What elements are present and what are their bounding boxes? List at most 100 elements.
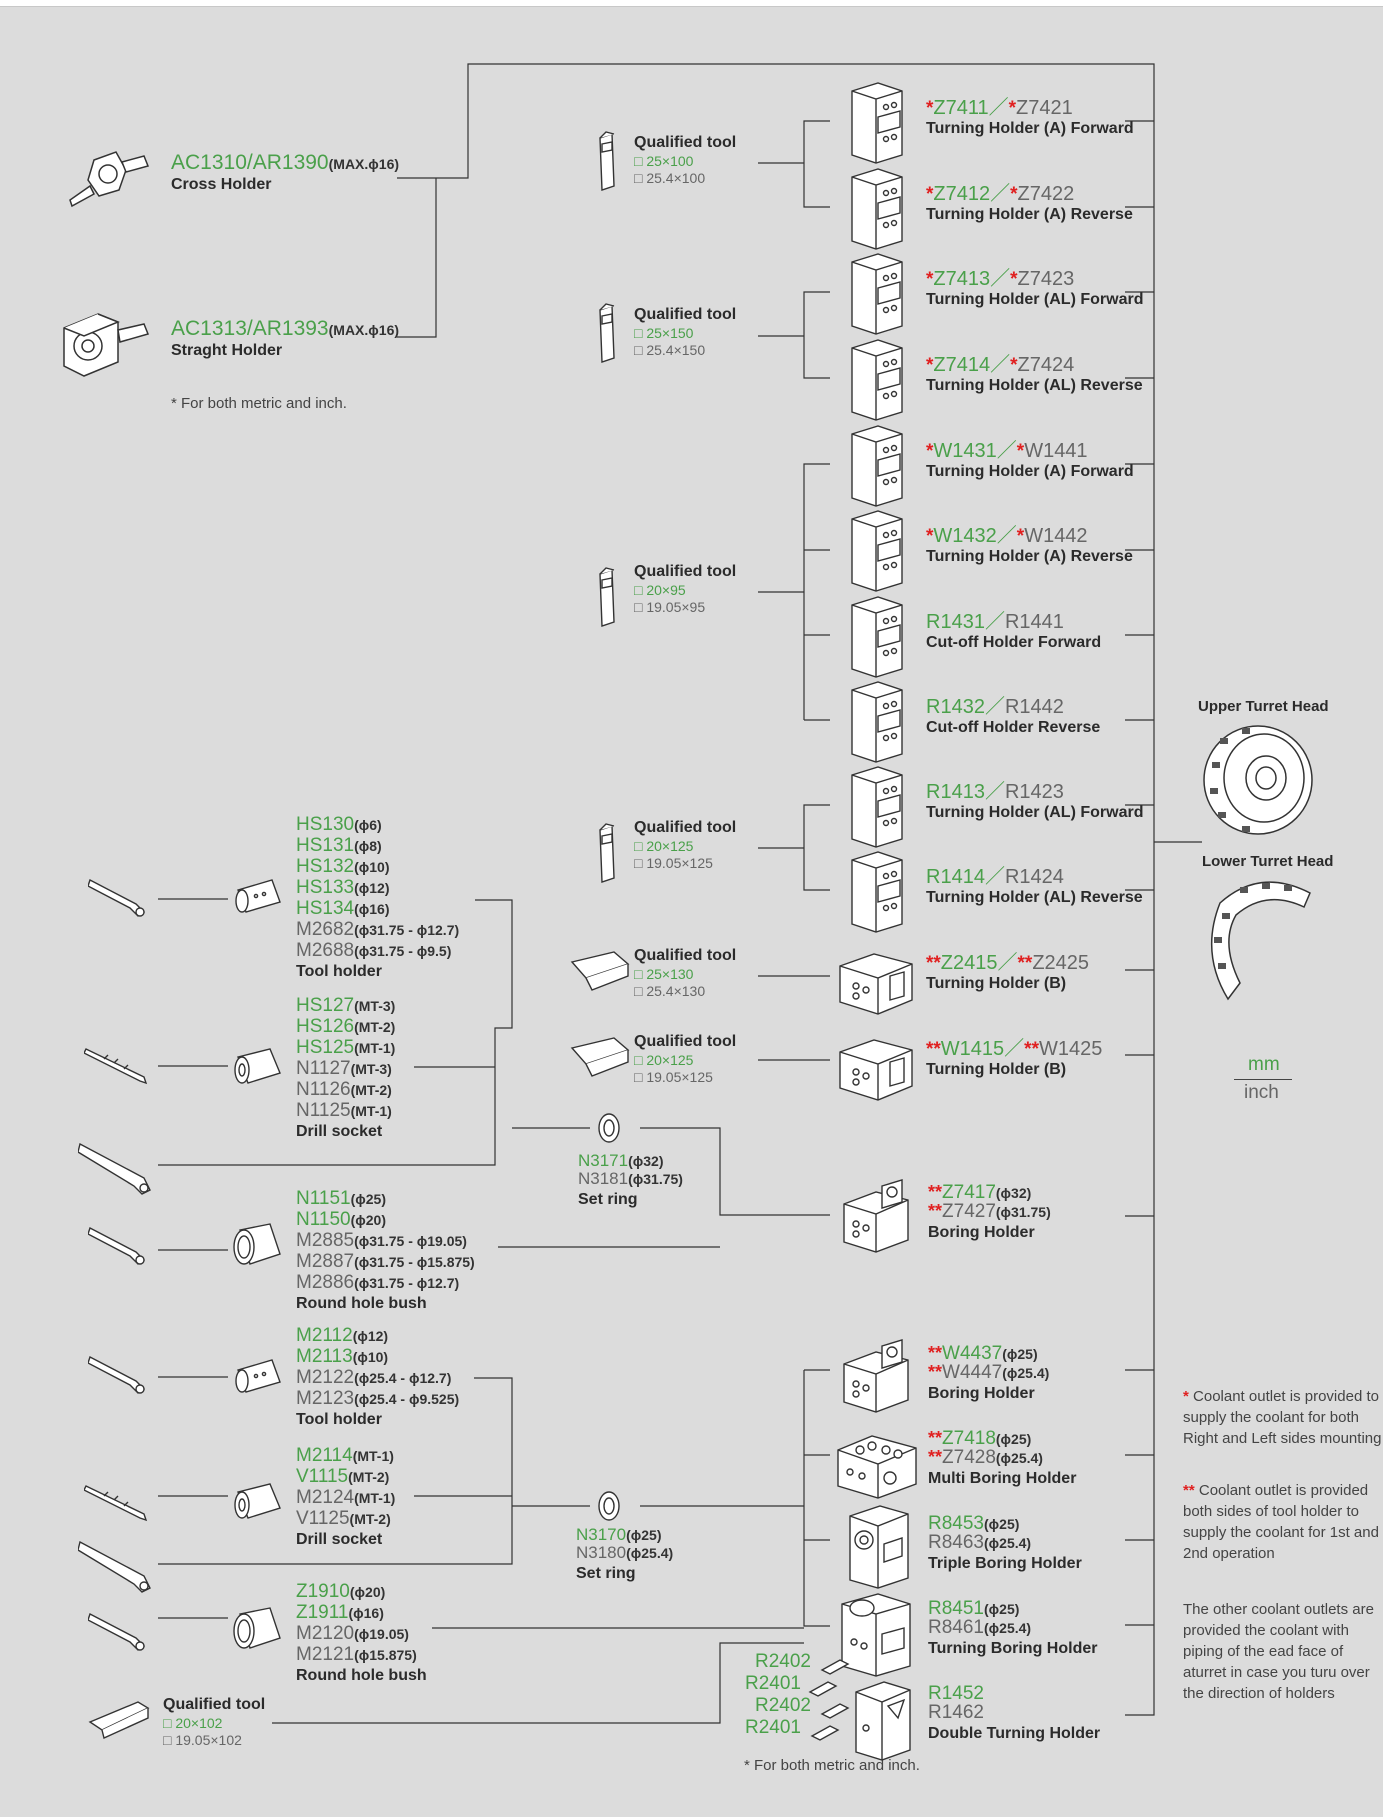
part-row: HS133(ϕ12) bbox=[296, 878, 459, 899]
drill-icon bbox=[84, 1480, 152, 1522]
part-spec: (ϕ12) bbox=[354, 880, 389, 896]
triple-boring-code2: R8463 bbox=[928, 1532, 984, 1553]
part-code: HS127 bbox=[296, 995, 354, 1016]
part-code: Z1910 bbox=[296, 1581, 350, 1602]
turning-holder-b-icon bbox=[834, 936, 920, 1020]
part-code: HS134 bbox=[296, 898, 354, 919]
part-row: Z1910(ϕ20) bbox=[296, 1582, 427, 1603]
holder-label: *Z7412／*Z7422Turning Holder (A) Reverse bbox=[926, 184, 1133, 223]
holder-code-mm: R1431 bbox=[926, 611, 985, 633]
holder-code-mm: R1432 bbox=[926, 696, 985, 718]
holder-code-inch: Z7422 bbox=[1018, 183, 1075, 205]
part-row: V1115(MT-2) bbox=[296, 1467, 395, 1488]
star-mark: ** bbox=[928, 1201, 942, 1221]
cross-holder-label: AC1310/AR1390(MAX.ϕ16) Cross Holder bbox=[171, 152, 399, 193]
cross-holder-code: AC1310/AR1390 bbox=[171, 151, 329, 174]
unit-divider bbox=[1234, 1079, 1292, 1080]
part-code: HS125 bbox=[296, 1037, 354, 1058]
holder-label: *Z7411／*Z7421Turning Holder (A) Forward bbox=[926, 98, 1134, 137]
turning-boring-spec1: (ϕ25) bbox=[984, 1601, 1019, 1617]
legend-text-1: Coolant outlet is provided to supply the… bbox=[1183, 1388, 1381, 1447]
holder-code-inch: W1442 bbox=[1024, 525, 1087, 547]
part-code: M2885 bbox=[296, 1230, 354, 1251]
straight-holder-label: AC1313/AR1393(MAX.ϕ16) Straght Holder bbox=[171, 318, 399, 359]
qualified-tool-size-inch: □ 19.05×125 bbox=[634, 1070, 736, 1084]
star-mark: ** bbox=[1183, 1482, 1195, 1499]
part-row: M2123(ϕ25.4 - ϕ9.525) bbox=[296, 1389, 459, 1410]
boring-holder-1-code2: Z7427 bbox=[942, 1201, 996, 1222]
part-row: HS130(ϕ6) bbox=[296, 815, 459, 836]
legend-note-3: The other coolant outlets are provided t… bbox=[1183, 1599, 1383, 1704]
qualified-tool-size-inch: □ 19.05×102 bbox=[163, 1733, 265, 1747]
holder-code-mm: Z7411 bbox=[933, 97, 988, 119]
set-ring-1-code1: N3171 bbox=[578, 1151, 628, 1170]
holder-name: Cut-off Holder Forward bbox=[926, 635, 1101, 651]
drill-socket-2-list: M2114(MT-1)V1115(MT-2)M2124(MT-1)V1125(M… bbox=[296, 1446, 395, 1548]
part-row: HS126(MT-2) bbox=[296, 1017, 395, 1038]
turning-holder-icon bbox=[842, 761, 908, 853]
triple-boring-code1: R8453 bbox=[928, 1513, 984, 1534]
multi-boring-label: **Z7418(ϕ25) **Z7428(ϕ25.4) Multi Boring… bbox=[928, 1429, 1076, 1487]
part-row: M2124(MT-1) bbox=[296, 1488, 395, 1509]
double-turning-code2: R1462 bbox=[928, 1702, 984, 1723]
part-code: V1125 bbox=[296, 1508, 350, 1529]
holder-name: Turning Holder (AL) Reverse bbox=[926, 378, 1143, 394]
lower-turret-label: Lower Turret Head bbox=[1202, 853, 1333, 870]
part-group-name: Round hole bush bbox=[296, 1296, 475, 1312]
part-spec: (ϕ25.4 - ϕ12.7) bbox=[354, 1370, 451, 1386]
boring-holder-icon bbox=[836, 1170, 920, 1260]
holder-name: Turning Holder (A) Reverse bbox=[926, 207, 1133, 223]
part-code: HS132 bbox=[296, 856, 354, 877]
part-row: HS125(MT-1) bbox=[296, 1038, 395, 1059]
part-code: N1127 bbox=[296, 1058, 351, 1079]
part-spec: (ϕ12) bbox=[353, 1328, 388, 1344]
qualified-tool-size-mm: □ 20×125 bbox=[634, 1053, 736, 1067]
holder-codes: R1414／R1424 bbox=[926, 867, 1143, 887]
part-row: M2122(ϕ25.4 - ϕ12.7) bbox=[296, 1368, 459, 1389]
holder-code-mm: Z7413 bbox=[933, 268, 990, 290]
holder-codes: *W1431／*W1441 bbox=[926, 441, 1134, 461]
star-mark: * bbox=[1010, 355, 1017, 376]
triple-boring-holder-icon bbox=[840, 1500, 918, 1590]
part-row: M2121(ϕ15.875) bbox=[296, 1645, 427, 1666]
part-group-name: Drill socket bbox=[296, 1532, 395, 1548]
holder-code-inch: R1424 bbox=[1005, 866, 1064, 888]
part-spec: (ϕ10) bbox=[353, 1349, 388, 1365]
part-code: M2112 bbox=[296, 1325, 353, 1346]
boring-holder-icon bbox=[836, 1330, 920, 1420]
qualified-tool-icon bbox=[570, 948, 630, 994]
holder-label: R1414／R1424Turning Holder (AL) Reverse bbox=[926, 867, 1143, 906]
part-spec: (MT-2) bbox=[350, 1511, 391, 1527]
turning-holder-icon bbox=[842, 163, 908, 255]
tool-holder-sleeve-icon bbox=[232, 876, 286, 920]
part-code: M2123 bbox=[296, 1388, 354, 1409]
holder-code-mm: W1432 bbox=[933, 525, 996, 547]
part-spec: (ϕ20) bbox=[351, 1212, 386, 1228]
holder-name: Turning Holder (B) bbox=[926, 976, 1089, 992]
set-ring-1-code2: N3181 bbox=[578, 1169, 628, 1188]
part-code: M2688 bbox=[296, 940, 354, 961]
part-spec: (MT-2) bbox=[354, 1019, 395, 1035]
boring-holder-2-label: **W4437(ϕ25) **W4447(ϕ25.4) Boring Holde… bbox=[928, 1344, 1049, 1402]
triple-boring-label: R8453(ϕ25) R8463(ϕ25.4) Triple Boring Ho… bbox=[928, 1514, 1082, 1572]
double-turning-name: Double Turning Holder bbox=[928, 1726, 1100, 1742]
part-spec: (ϕ31.75 - ϕ19.05) bbox=[354, 1233, 467, 1249]
part-row: M2885(ϕ31.75 - ϕ19.05) bbox=[296, 1231, 475, 1252]
part-code: HS130 bbox=[296, 814, 354, 835]
part-group-name: Tool holder bbox=[296, 1412, 459, 1428]
holder-code-mm: W1415 bbox=[941, 1038, 1004, 1060]
wedge-code: R2401 bbox=[745, 1717, 811, 1739]
upper-turret-label: Upper Turret Head bbox=[1198, 698, 1329, 715]
star-mark: ** bbox=[1024, 1039, 1039, 1060]
holder-code-inch: Z7424 bbox=[1018, 354, 1075, 376]
slash: ／ bbox=[985, 611, 1005, 633]
legend-text-2: Coolant outlet is provided both sides of… bbox=[1183, 1482, 1379, 1562]
double-turning-code1: R1452 bbox=[928, 1683, 984, 1704]
wedge-icon bbox=[810, 1724, 840, 1742]
holder-label: *W1431／*W1441Turning Holder (A) Forward bbox=[926, 441, 1134, 480]
qualified-tool-icon bbox=[88, 1700, 152, 1742]
slash: ／ bbox=[990, 354, 1010, 376]
qualified-tool-size-mm: □ 20×95 bbox=[634, 583, 736, 597]
turning-boring-code1: R8451 bbox=[928, 1598, 984, 1619]
wedge-code: R2401 bbox=[745, 1673, 811, 1695]
